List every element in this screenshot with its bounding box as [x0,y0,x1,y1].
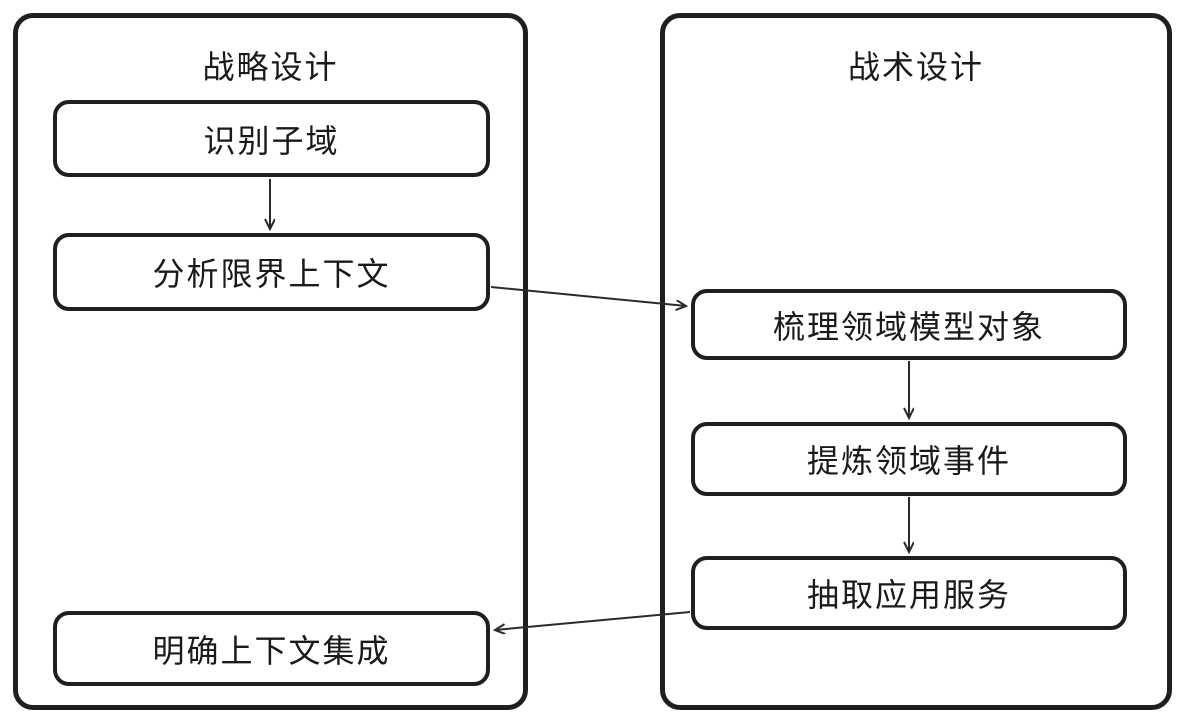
node-extract-application-services: 抽取应用服务 [691,556,1127,630]
node-clarify-context-integration: 明确上下文集成 [53,611,490,686]
node-clarify-context-integration-label: 明确上下文集成 [152,632,391,669]
node-analyze-bounded-contexts: 分析限界上下文 [53,233,490,311]
node-analyze-bounded-contexts-label: 分析限界上下文 [152,256,391,292]
node-identify-subdomains: 识别子域 [53,100,490,177]
node-refine-domain-events: 提炼领域事件 [691,422,1127,496]
node-identify-subdomains-label: 识别子域 [203,122,340,159]
panel-strategic-title: 战略设计 [202,49,339,85]
node-organize-domain-model-objects: 梳理领域模型对象 [691,289,1127,360]
node-refine-domain-events-label: 提炼领域事件 [806,443,1011,479]
panel-tactical-title: 战术设计 [847,49,984,85]
node-organize-domain-model-objects-label: 梳理领域模型对象 [772,308,1045,345]
node-extract-application-services-label: 抽取应用服务 [806,577,1011,613]
